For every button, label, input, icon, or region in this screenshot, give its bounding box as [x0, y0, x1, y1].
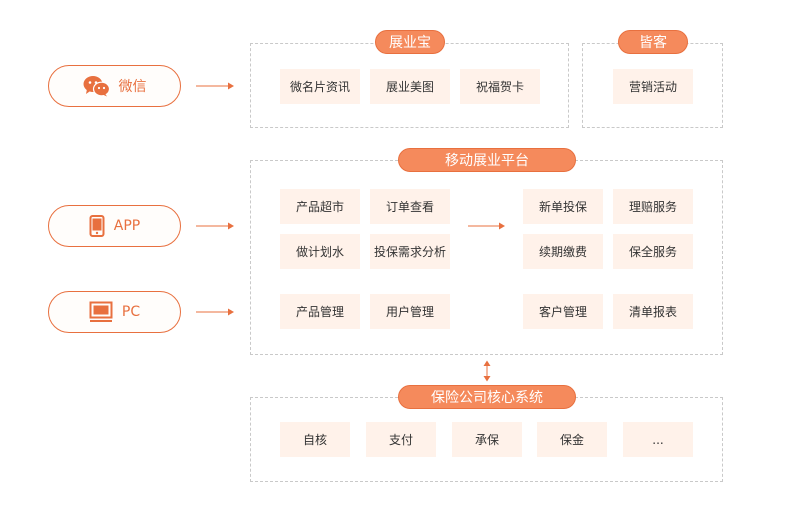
core-item[interactable]: 保金: [537, 422, 607, 457]
core-item-more[interactable]: ...: [623, 422, 693, 457]
core-item[interactable]: 自核: [280, 422, 350, 457]
jieke-item[interactable]: 营销活动: [613, 69, 693, 104]
platform-left-item[interactable]: 订单查看: [370, 189, 450, 224]
platform-right-item[interactable]: 保全服务: [613, 234, 693, 269]
platform-right-item[interactable]: 清单报表: [613, 294, 693, 329]
jieke-title: 皆客: [618, 30, 688, 54]
mobile-phone-icon: [89, 215, 105, 237]
platform-left-item[interactable]: 做计划水: [280, 234, 360, 269]
platform-title: 移动展业平台: [398, 148, 576, 172]
zhanyebao-item[interactable]: 展业美图: [370, 69, 450, 104]
channel-app[interactable]: APP: [48, 205, 181, 247]
platform-right-item[interactable]: 客户管理: [523, 294, 603, 329]
platform-left-item[interactable]: 产品超市: [280, 189, 360, 224]
platform-right-item[interactable]: 理赔服务: [613, 189, 693, 224]
arrow-wechat: [196, 82, 234, 90]
platform-right-item[interactable]: 新单投保: [523, 189, 603, 224]
arrow-app: [196, 222, 234, 230]
platform-left-item[interactable]: 投保需求分析: [370, 234, 450, 269]
arrow-platform-internal: [468, 222, 505, 230]
platform-left-item[interactable]: 用户管理: [370, 294, 450, 329]
channel-wechat[interactable]: 微信: [48, 65, 181, 107]
core-item[interactable]: 支付: [366, 422, 436, 457]
zhanyebao-item[interactable]: 微名片资讯: [280, 69, 360, 104]
zhanyebao-title: 展业宝: [375, 30, 445, 54]
platform-left-item[interactable]: 产品管理: [280, 294, 360, 329]
core-title: 保险公司核心系统: [398, 385, 576, 409]
channel-pc-label: PC: [121, 304, 141, 320]
zhanyebao-item[interactable]: 祝福贺卡: [460, 69, 540, 104]
channel-pc[interactable]: PC: [48, 291, 181, 333]
monitor-icon: [89, 301, 113, 323]
arrow-pc: [196, 308, 234, 316]
arrow-bidirectional: [483, 360, 491, 382]
channel-wechat-label: 微信: [118, 79, 147, 95]
core-item[interactable]: 承保: [452, 422, 522, 457]
platform-right-item[interactable]: 续期缴费: [523, 234, 603, 269]
wechat-icon: [83, 75, 110, 97]
channel-app-label: APP: [113, 218, 141, 234]
